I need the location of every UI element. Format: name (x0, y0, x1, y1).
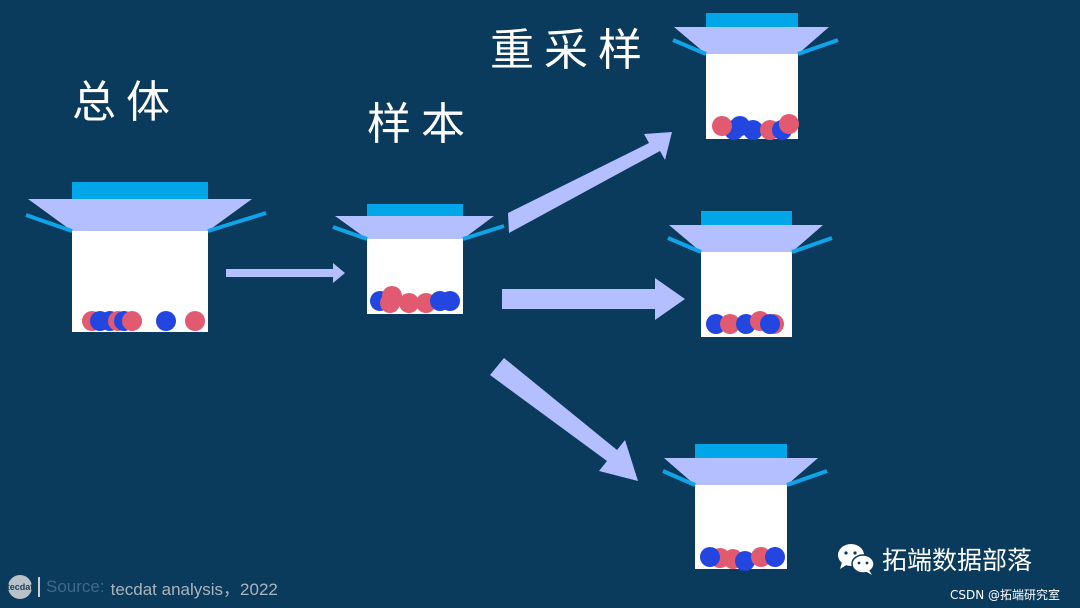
population-funnel (28, 199, 252, 231)
resample-2-lid (701, 211, 792, 225)
ball (779, 114, 799, 134)
resample-1-funnel (674, 27, 829, 54)
ball (700, 547, 720, 567)
wechat-icon (838, 544, 875, 575)
logo-divider (38, 577, 40, 597)
arrow-sample-to-resample-2 (502, 278, 685, 320)
sample-label: 样本 (367, 99, 475, 150)
sample-lid (367, 204, 463, 217)
ball (399, 293, 419, 313)
ball (720, 314, 740, 334)
ball (765, 547, 785, 567)
arrow-sample-to-resample-1 (508, 132, 672, 233)
tecdat-logo: tecdat (7, 575, 33, 599)
population-funnel-edge-right (207, 211, 267, 233)
resample-3-lid (695, 444, 787, 458)
ball (185, 311, 205, 331)
resample-3-funnel (664, 458, 818, 485)
wechat-account-name: 拓端数据部落 (882, 546, 1033, 575)
source-prefix: Source: (46, 577, 105, 596)
arrow-population-to-sample (226, 263, 345, 283)
sample-funnel (335, 216, 494, 239)
ball (380, 293, 400, 313)
ball (735, 551, 755, 571)
ball (712, 116, 732, 136)
csdn-watermark: CSDN @拓端研究室 (950, 588, 1061, 602)
sample-funnel-edge-left (332, 225, 368, 241)
sample-funnel-edge-right (462, 224, 505, 241)
resample-3-funnel-edge-right (786, 469, 828, 487)
resample-label: 重采样 (490, 25, 652, 76)
source-text: tecdat analysis，2022 (110, 579, 278, 599)
ball (760, 314, 780, 334)
resample-3-funnel-edge-left (662, 469, 696, 487)
ball (440, 291, 460, 311)
resample-2-funnel (669, 225, 823, 252)
wechat-account: 拓端数据部落 (836, 541, 1032, 577)
ball (743, 120, 763, 140)
sample-container (332, 204, 505, 314)
resample-2-funnel-edge-left (667, 236, 702, 254)
ball (122, 311, 142, 331)
resample-2-funnel-edge-right (791, 236, 833, 254)
arrow-sample-to-resample-3 (490, 358, 638, 481)
resample-1-funnel-edge-left (672, 38, 707, 56)
population-label: 总体 (72, 77, 180, 128)
resample-container-2 (667, 211, 833, 337)
population-lid (72, 182, 208, 200)
resample-1-funnel-edge-right (797, 38, 839, 56)
ball (751, 547, 771, 567)
ball (706, 314, 726, 334)
ball (156, 311, 176, 331)
resample-container-3 (662, 444, 828, 571)
source-footer: tecdat Source: tecdat analysis，2022 (7, 574, 278, 600)
population-funnel-edge-left (25, 213, 73, 233)
resample-container-1 (672, 13, 839, 140)
population-container (25, 182, 267, 332)
resample-1-lid (706, 13, 798, 27)
